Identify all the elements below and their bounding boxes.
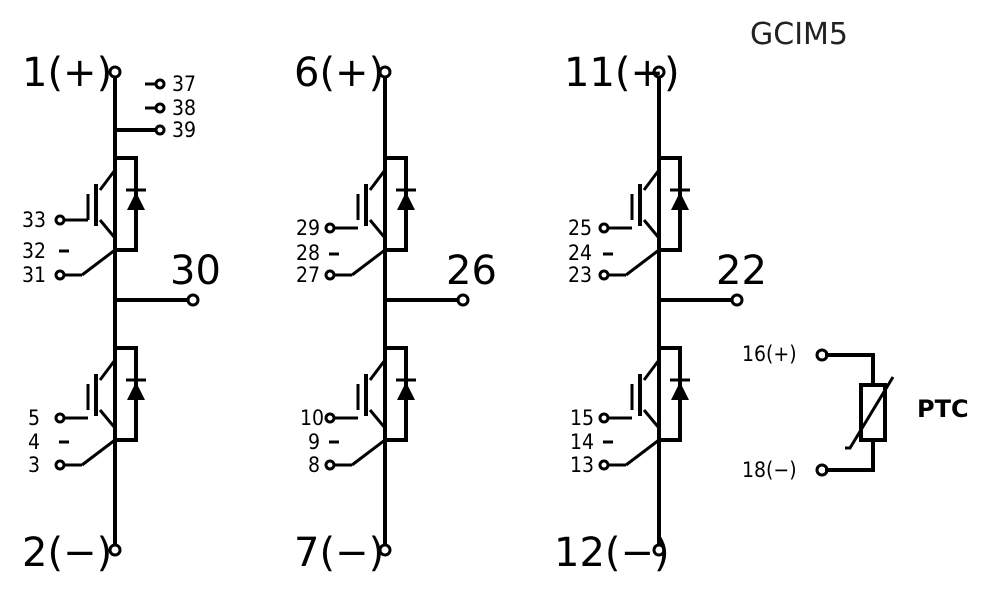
plus-label: 6(+) xyxy=(294,50,384,96)
emitter-pin xyxy=(598,269,610,281)
aux-pin xyxy=(154,102,166,114)
emitter-pin xyxy=(54,459,66,471)
module-title: GCIM5 xyxy=(750,17,848,52)
lower-switch xyxy=(598,346,690,471)
aux-pins: 37 38 39 xyxy=(113,72,196,142)
ptc-thermistor: 16(+) 18(−) PTC xyxy=(742,342,969,482)
gate-label: 10 xyxy=(300,406,324,430)
output-label: 22 xyxy=(716,248,767,294)
emitter-label: 8 xyxy=(308,453,320,477)
aux-pin xyxy=(154,78,166,90)
lower-switch xyxy=(54,346,146,471)
gate-label: 33 xyxy=(22,208,46,232)
emitter-label: 23 xyxy=(568,263,592,287)
gate-label: 25 xyxy=(568,216,592,240)
diode-icon xyxy=(671,192,689,210)
minus-label: 12(−) xyxy=(554,530,670,576)
output-terminal xyxy=(730,293,744,307)
emitter-pin xyxy=(324,459,336,471)
diode-icon xyxy=(397,382,415,400)
phase-leg-3: 11(+) 12(−) 22 25 24 23 xyxy=(554,50,767,576)
diode-icon xyxy=(397,192,415,210)
output-terminal xyxy=(186,293,200,307)
minus-terminal xyxy=(652,543,666,557)
aux-label: 28 xyxy=(296,241,320,265)
ptc-minus-label: 18(−) xyxy=(742,458,797,482)
plus-label: 11(+) xyxy=(564,50,680,96)
gate-label: 29 xyxy=(296,216,320,240)
aux-pin xyxy=(154,124,166,136)
gate-pin xyxy=(598,222,610,234)
phase-leg-1: 1(+) 2(−) 30 37 38 39 xyxy=(22,50,221,576)
gate-label: 5 xyxy=(28,406,40,430)
gate-pin xyxy=(54,412,66,424)
plus-terminal xyxy=(108,65,122,79)
emitter-pin xyxy=(324,269,336,281)
gate-pin xyxy=(54,214,66,226)
minus-terminal xyxy=(378,543,392,557)
diode-icon xyxy=(671,382,689,400)
plus-terminal xyxy=(652,65,666,79)
aux-label: 14 xyxy=(570,430,594,454)
upper-switch xyxy=(54,156,146,281)
ptc-label: PTC xyxy=(917,395,969,423)
aux-label: 24 xyxy=(568,241,592,265)
plus-label: 1(+) xyxy=(22,50,112,96)
diode-icon xyxy=(127,382,145,400)
ptc-plus-label: 16(+) xyxy=(742,342,797,366)
aux-label: 9 xyxy=(308,430,320,454)
aux-label: 32 xyxy=(22,239,46,263)
emitter-label: 27 xyxy=(296,263,320,287)
gate-pin xyxy=(598,412,610,424)
minus-terminal xyxy=(108,543,122,557)
output-label: 30 xyxy=(170,248,221,294)
gate-pin xyxy=(324,412,336,424)
output-label: 26 xyxy=(446,248,497,294)
ptc-slash xyxy=(845,376,895,450)
minus-label: 7(−) xyxy=(294,530,384,576)
gate-label: 15 xyxy=(570,406,594,430)
diode-icon xyxy=(127,192,145,210)
aux-pin-label: 38 xyxy=(172,96,196,120)
resistor-body xyxy=(859,383,887,442)
emitter-label: 31 xyxy=(22,263,46,287)
emitter-pin xyxy=(54,269,66,281)
phase-leg-2: 6(+) 7(−) 26 29 28 27 xyxy=(294,50,497,576)
aux-label: 4 xyxy=(28,430,40,454)
plus-terminal xyxy=(378,65,392,79)
output-terminal xyxy=(456,293,470,307)
upper-switch xyxy=(324,156,416,281)
aux-pin-label: 39 xyxy=(172,118,196,142)
gate-pin xyxy=(324,222,336,234)
emitter-label: 3 xyxy=(28,453,40,477)
emitter-pin xyxy=(598,459,610,471)
minus-label: 2(−) xyxy=(22,530,112,576)
upper-switch xyxy=(598,156,690,281)
lower-switch xyxy=(324,346,416,471)
aux-pin-label: 37 xyxy=(172,72,196,96)
emitter-label: 13 xyxy=(570,453,594,477)
